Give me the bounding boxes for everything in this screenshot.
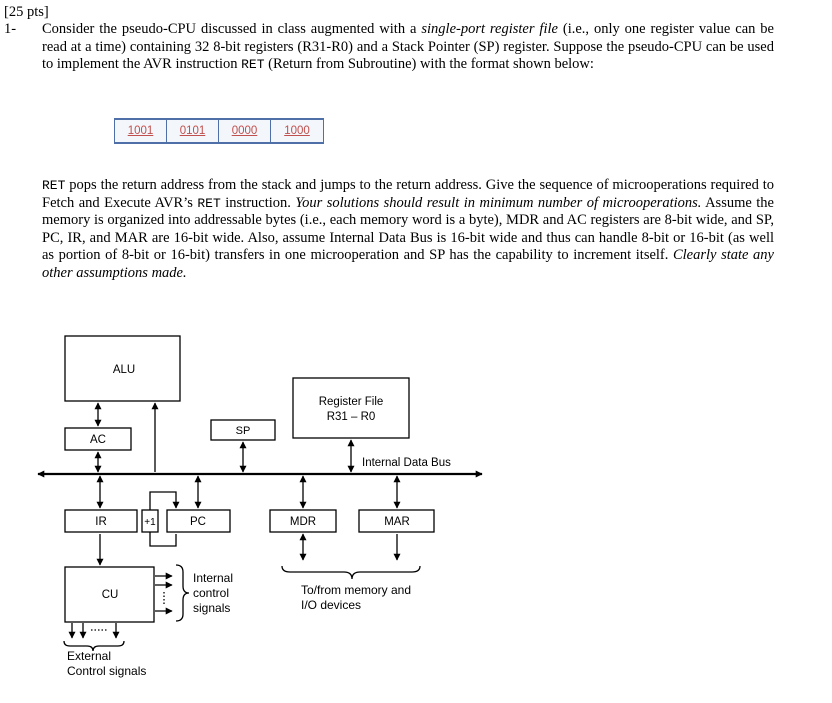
question-paragraph-1: Consider the pseudo-CPU discussed in cla… xyxy=(42,21,774,74)
memory-label: I/O devices xyxy=(301,598,361,612)
ac-label: AC xyxy=(90,434,106,446)
external-signals-label: Control signals xyxy=(67,664,146,678)
text: (i.e., only one register value can be re… xyxy=(42,21,774,73)
text: instruction. xyxy=(220,194,296,211)
internal-signals-label: Internal xyxy=(193,571,233,585)
mar-label: MAR xyxy=(384,516,410,528)
pc-box xyxy=(166,509,231,533)
question-paragraph-2: RET pops the return address from the sta… xyxy=(42,177,774,283)
points-label: [25 pts] xyxy=(4,4,49,20)
format-field: 0101 xyxy=(167,120,219,142)
text: Consider the pseudo-CPU discussed in cla… xyxy=(42,21,422,37)
register-file-box xyxy=(292,377,410,439)
question-number: 1- xyxy=(4,21,17,37)
external-brace xyxy=(63,640,125,652)
emphasis: single-port register file xyxy=(421,21,558,37)
register-range-label: R31 – R0 xyxy=(327,411,376,423)
emphasis: Clearly state any other assumptions made… xyxy=(42,247,774,281)
ir-box xyxy=(64,509,138,533)
internal-signals-label: control xyxy=(193,586,229,600)
code-ret: RET xyxy=(197,195,221,211)
bus-label: Internal Data Bus xyxy=(362,457,451,469)
format-field: 0000 xyxy=(219,120,271,142)
code-ret: RET xyxy=(42,178,66,193)
plus1-label: +1 xyxy=(144,517,156,528)
internal-signals-label: signals xyxy=(193,601,230,615)
format-field: 1001 xyxy=(115,120,167,142)
text: pops the return address from the stack a… xyxy=(42,177,774,211)
text: (Return from Subroutine) with the format… xyxy=(264,56,594,73)
sp-label: SP xyxy=(236,425,251,437)
cu-box xyxy=(64,566,155,623)
pc-label: PC xyxy=(190,516,206,528)
ac-box xyxy=(64,427,132,451)
cu-label: CU xyxy=(102,589,119,601)
alu-box xyxy=(64,335,181,402)
memory-label: To/from memory and xyxy=(301,583,411,597)
register-file-label: Register File xyxy=(319,396,384,408)
pc-increment-loop xyxy=(149,491,180,510)
pc-increment-loop xyxy=(149,532,177,547)
emphasis: Your solutions should result in minimum … xyxy=(295,194,702,211)
code-ret: RET xyxy=(241,57,265,73)
instruction-format: 1001 0101 0000 1000 xyxy=(114,118,324,144)
sp-box xyxy=(210,419,276,441)
format-field: 1000 xyxy=(271,120,323,142)
mdr-box xyxy=(269,509,337,533)
text: Assume the memory is organized into addr… xyxy=(42,194,774,264)
memory-brace xyxy=(281,565,421,580)
internal-brace xyxy=(175,564,190,622)
mar-box xyxy=(358,509,435,533)
mdr-label: MDR xyxy=(290,516,316,528)
external-signals-label: External xyxy=(67,649,111,663)
alu-label: ALU xyxy=(113,364,135,376)
ir-label: IR xyxy=(95,516,107,528)
